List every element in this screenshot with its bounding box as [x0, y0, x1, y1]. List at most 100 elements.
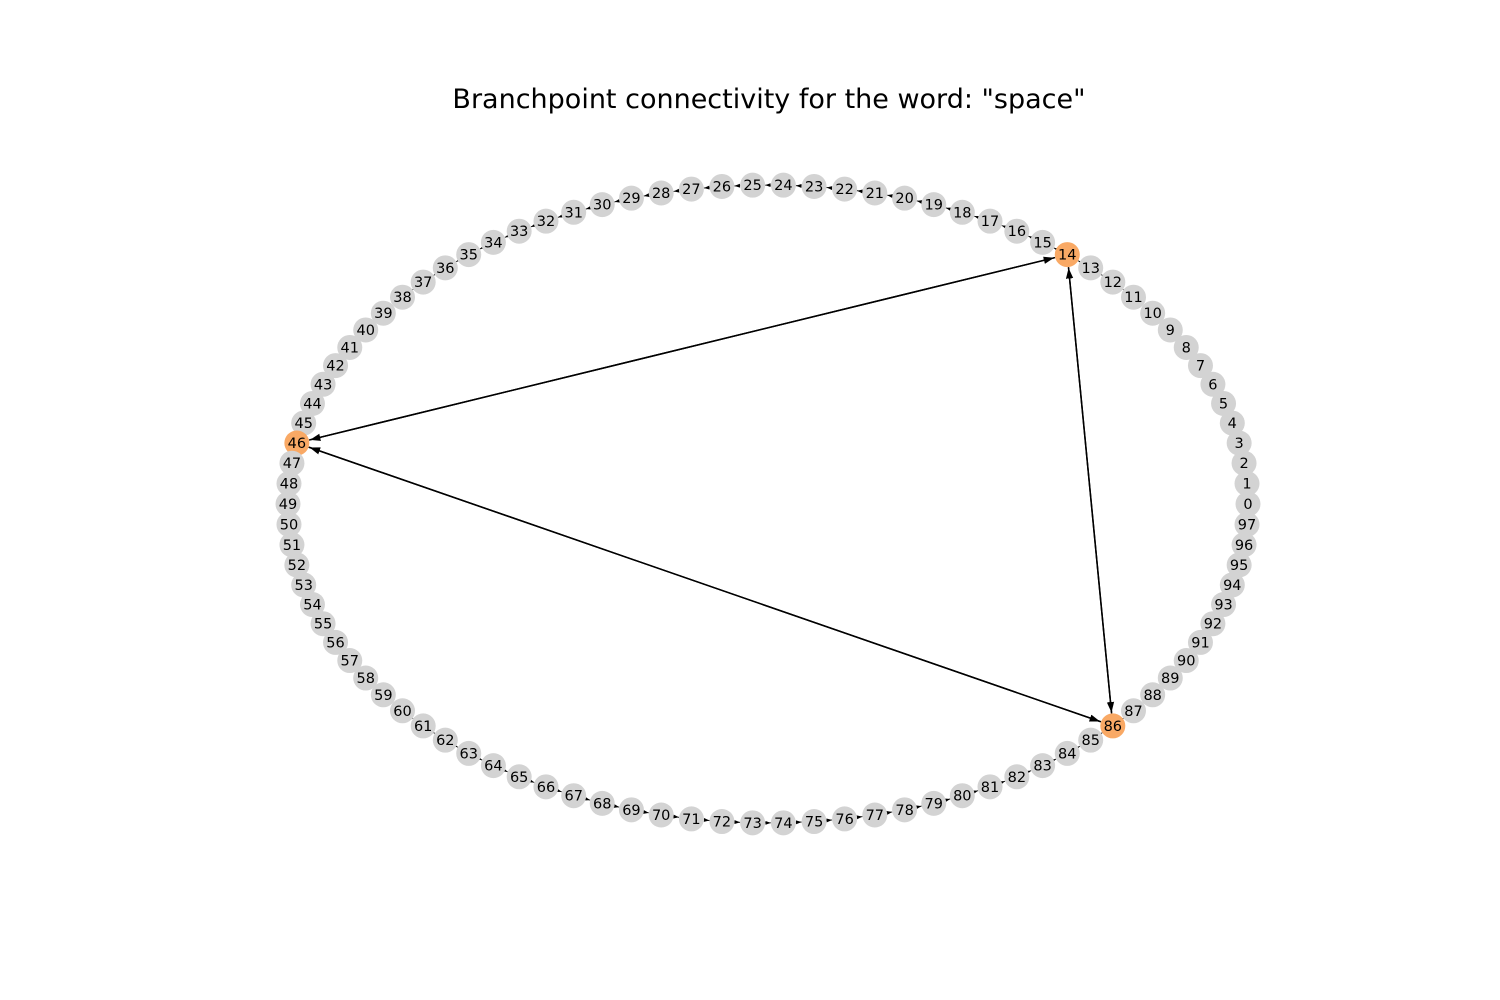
node-label: 0	[1243, 497, 1252, 513]
node-7: 7	[1187, 353, 1213, 379]
node-label: 86	[1104, 719, 1122, 735]
node-circle	[1157, 665, 1183, 691]
node-circle	[801, 809, 827, 835]
node-circle	[370, 682, 396, 708]
node-17: 17	[977, 208, 1003, 234]
node-circle	[561, 783, 587, 809]
cycle-edge-69-70	[643, 809, 649, 814]
node-circle	[337, 334, 363, 360]
node-label: 15	[1033, 235, 1051, 251]
branch-edge-46-14	[308, 256, 1055, 441]
node-30: 30	[589, 192, 615, 218]
cycle-edge-78-79	[915, 805, 922, 810]
node-circle	[337, 648, 363, 674]
cycle-edge-85-86	[1096, 732, 1103, 738]
node-78: 78	[892, 797, 918, 823]
node-0: 0	[1235, 491, 1261, 517]
node-circle	[678, 806, 704, 832]
node-circle	[1187, 353, 1213, 379]
cycle-edge-67-68	[584, 796, 591, 801]
node-label: 83	[1033, 759, 1051, 775]
node-41: 41	[337, 334, 363, 360]
node-label: 56	[326, 635, 344, 651]
cycle-edge-27-28	[673, 188, 680, 193]
node-label: 48	[280, 477, 298, 493]
node-label: 60	[393, 704, 411, 720]
node-15: 15	[1030, 229, 1056, 255]
node-55: 55	[310, 611, 336, 637]
node-label: 34	[484, 235, 502, 251]
node-label: 55	[314, 617, 332, 633]
node-label: 80	[953, 789, 971, 805]
node-circle	[801, 173, 827, 199]
node-label: 94	[1223, 578, 1241, 594]
node-label: 22	[835, 182, 853, 198]
node-circle	[892, 185, 918, 211]
node-95: 95	[1226, 552, 1252, 578]
node-35: 35	[456, 242, 482, 268]
node-circle	[1120, 284, 1146, 310]
node-86: 86	[1100, 713, 1126, 739]
node-67: 67	[561, 783, 587, 809]
node-circle	[1187, 629, 1213, 655]
cycle-edge-70-71	[673, 814, 680, 819]
node-81: 81	[977, 774, 1003, 800]
node-69: 69	[618, 797, 644, 823]
node-label: 24	[774, 178, 792, 194]
node-circle	[977, 774, 1003, 800]
node-51: 51	[279, 532, 305, 558]
branchpoint-node-circle	[284, 430, 310, 456]
node-circle	[1234, 471, 1260, 497]
node-label: 59	[374, 688, 392, 704]
node-39: 39	[370, 300, 396, 326]
node-label: 90	[1177, 654, 1195, 670]
node-circle	[949, 199, 975, 225]
node-label: 93	[1214, 598, 1232, 614]
node-circle	[1078, 255, 1104, 281]
node-circle	[561, 199, 587, 225]
node-label: 65	[510, 770, 528, 786]
node-64: 64	[480, 753, 506, 779]
node-circle	[456, 740, 482, 766]
cycle-edge-66-67	[555, 788, 562, 793]
node-label: 30	[593, 198, 611, 214]
cycle-edge-30-31	[585, 205, 592, 210]
node-circle	[432, 255, 458, 281]
node-label: 45	[294, 416, 312, 432]
node-label: 61	[414, 719, 432, 735]
cycle-edge-80-81	[972, 790, 979, 795]
node-9: 9	[1157, 317, 1183, 343]
node-label: 74	[774, 816, 792, 832]
node-circle	[1226, 552, 1252, 578]
node-circle	[1234, 511, 1260, 537]
node-label: 37	[414, 275, 432, 291]
node-53: 53	[291, 572, 317, 598]
node-label: 41	[341, 340, 359, 356]
node-label: 14	[1058, 248, 1076, 264]
node-circle	[1100, 269, 1126, 295]
node-circle	[921, 192, 947, 218]
node-circle	[1235, 491, 1261, 517]
node-label: 70	[652, 808, 670, 824]
node-44: 44	[299, 390, 325, 416]
node-label: 28	[652, 186, 670, 202]
node-58: 58	[353, 665, 379, 691]
node-74: 74	[770, 810, 796, 836]
node-49: 49	[275, 491, 301, 517]
node-label: 73	[743, 816, 761, 832]
node-circle	[1211, 592, 1237, 618]
node-label: 69	[622, 803, 640, 819]
node-16: 16	[1004, 218, 1030, 244]
node-59: 59	[370, 682, 396, 708]
node-68: 68	[589, 790, 615, 816]
node-label: 77	[866, 808, 884, 824]
node-24: 24	[770, 172, 796, 198]
node-label: 26	[713, 179, 731, 195]
node-label: 21	[866, 186, 884, 202]
node-circle	[648, 180, 674, 206]
node-label: 91	[1191, 635, 1209, 651]
node-65: 65	[506, 764, 532, 790]
node-circle	[279, 450, 305, 476]
cycle-edge-82-83	[1025, 770, 1032, 775]
